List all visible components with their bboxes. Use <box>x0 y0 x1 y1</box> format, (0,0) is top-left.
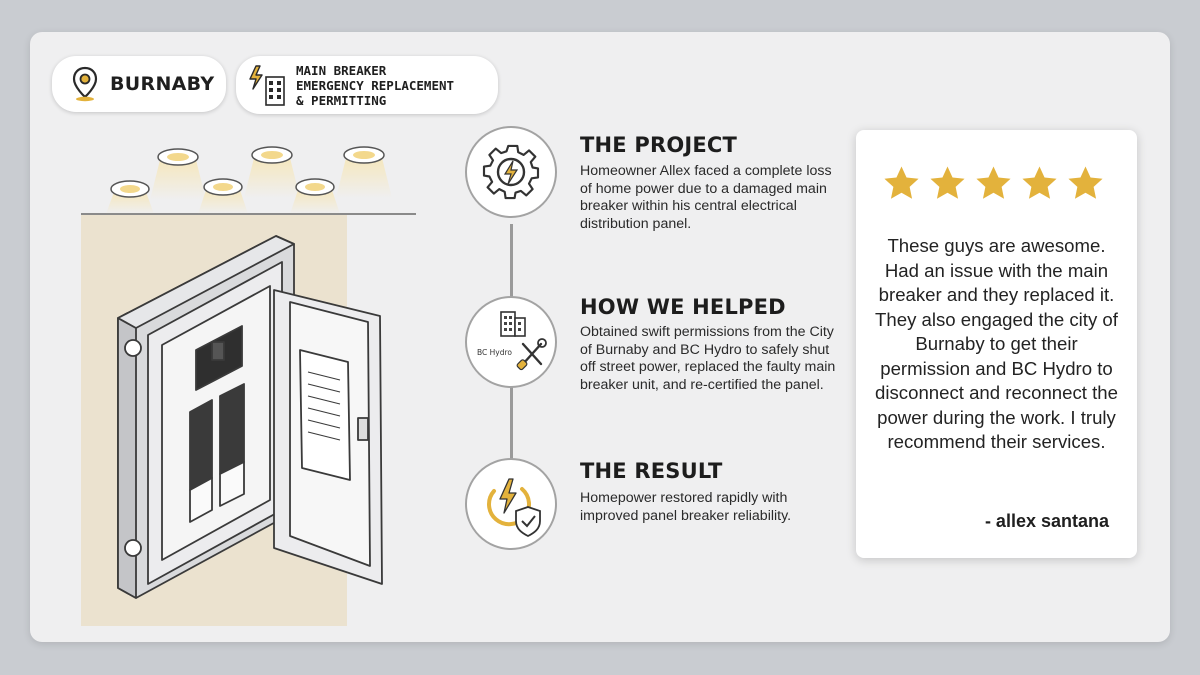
star-icon <box>884 166 919 199</box>
project-body: Homeowner Allex faced a complete loss of… <box>580 163 832 232</box>
power-shield-icon <box>465 458 557 550</box>
review-author: - allex santana <box>984 511 1109 531</box>
how-we-helped-title: HOW WE HELPED <box>580 295 786 319</box>
service-tag: MAIN BREAKER EMERGENCY REPLACEMENT & PER… <box>236 56 498 114</box>
star-icon <box>1022 166 1057 199</box>
result-body: Homepower restored rapidly with improved… <box>580 490 792 524</box>
location-label: BURNABY <box>110 73 215 95</box>
how-we-helped-body: Obtained swift permissions from the City… <box>580 324 836 393</box>
star-icon <box>930 166 965 199</box>
star-rating <box>882 164 1105 203</box>
star-icon <box>976 166 1011 199</box>
review-text: These guys are awesome. Had an issue wit… <box>875 235 1118 452</box>
review-card: These guys are awesome. Had an issue wit… <box>856 130 1137 558</box>
result-title: THE RESULT <box>580 459 723 483</box>
service-label: MAIN BREAKER EMERGENCY REPLACEMENT & PER… <box>296 62 455 108</box>
star-icon <box>1068 166 1103 199</box>
city-tools-icon: BC Hydro <box>465 296 557 388</box>
bolt-building-icon <box>249 65 285 106</box>
project-title: THE PROJECT <box>580 133 738 157</box>
location-tag: BURNABY <box>52 56 226 112</box>
bc-hydro-label: BC Hydro <box>477 348 512 357</box>
gear-bolt-icon <box>465 126 557 218</box>
map-pin-icon <box>72 66 98 102</box>
